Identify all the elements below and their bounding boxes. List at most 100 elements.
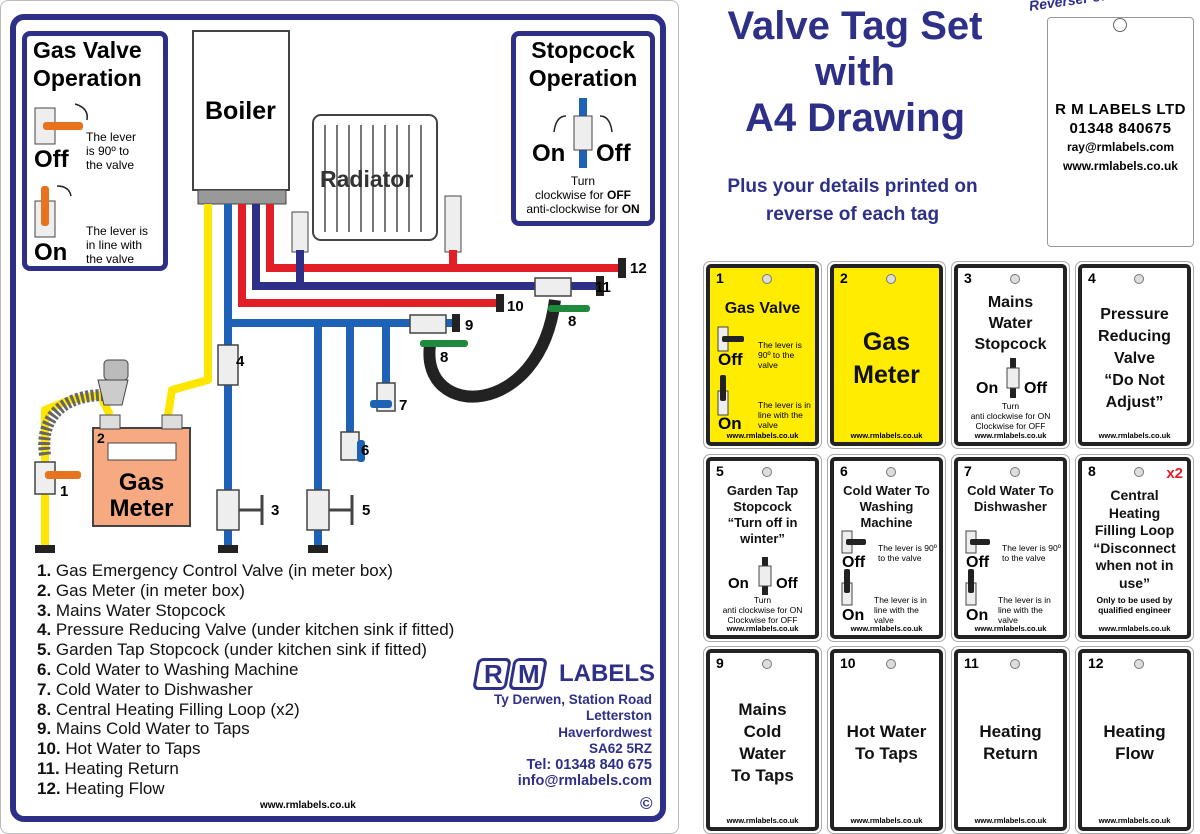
tag-off-label: Off (718, 350, 743, 369)
tag-title: Garden Tap Stopcock “Turn off in winter” (726, 483, 799, 546)
boiler-label: Boiler (205, 97, 276, 125)
gas-off-note-2: is 90º to (86, 144, 130, 158)
legend-item: 3. Mains Water Stopcock (37, 600, 226, 620)
legend-item: 7. Cold Water to Dishwasher (37, 679, 253, 699)
gas-off-note-3: the valve (86, 158, 135, 172)
tag-number: 6 (840, 463, 848, 479)
gas-off-note-1: The lever (86, 130, 137, 144)
tag-url: www.rmlabels.co.uk (974, 431, 1047, 440)
gas-flexi-hose (38, 389, 106, 456)
valve-8a-lever (420, 340, 468, 347)
boiler-body (192, 30, 290, 191)
gas-valve-icons (34, 103, 88, 238)
tag-hole (886, 659, 896, 669)
tag-note-on: The lever is in line with the valve (874, 595, 927, 625)
tag-5-garden-tap-stopcock: 5 Garden Tap Stopcock “Turn off in winte… (706, 457, 819, 639)
radiator-body (312, 114, 438, 241)
valve-8b-lever (548, 305, 590, 312)
headline-subtitle: Plus your details printed on reverse of … (690, 173, 1015, 229)
tag-on-label: On (718, 414, 742, 433)
gas-box-title-line1: Gas Valve (33, 37, 142, 63)
tag-hole (762, 467, 772, 477)
reverse-tag-details: R M LABELS LTD 01348 840675 ray@rmlabels… (1048, 100, 1193, 176)
filling-loop-hose (423, 299, 561, 403)
legend-item: 1. Gas Emergency Control Valve (in meter… (37, 561, 393, 580)
pipe-number-1: 1 (60, 483, 69, 500)
tag-on-label: On (842, 607, 865, 624)
tag-url: www.rmlabels.co.uk (726, 816, 799, 825)
tag-hole (762, 659, 772, 669)
stopcock-on-label: On (532, 140, 566, 167)
address-line: Ty Derwen, Station Road (493, 692, 652, 707)
logo-letter-m: M (518, 659, 540, 689)
tag-number: 12 (1088, 655, 1104, 671)
legend-item: 9. Mains Cold Water to Taps (37, 719, 250, 739)
tag-4-pressure-reducing-valve: 4 Pressure Reducing Valve “Do Not Adjust… (1078, 264, 1191, 446)
meter-number: 2 (97, 430, 105, 446)
tag-7-dishwasher: 7 Cold Water To Dishwasher Off On The le… (954, 457, 1067, 639)
stopcock-note-1: Turn (570, 174, 596, 188)
meter-label-line2: Meter (109, 495, 174, 522)
tag-title: Cold Water To Dishwasher (967, 483, 1054, 514)
radiator-valve-left (291, 211, 309, 253)
tag-3-mains-stopcock: 3 Mains Water Stopcock On Off Turn anti … (954, 264, 1067, 446)
gas-box-title-line2: Operation (33, 65, 142, 91)
meter-label: Gas Meter (93, 470, 190, 522)
pipe-number-4: 4 (236, 353, 245, 370)
heating-flow-pipe (266, 204, 622, 272)
stopcock-box-title: Stopcock Operation (516, 36, 650, 92)
tag-hole (886, 467, 896, 477)
valve-6-lever (357, 440, 365, 462)
stopcock-note: Turn clockwise for OFF anti-clockwise fo… (516, 174, 650, 216)
gas-off-label: Off (34, 146, 69, 173)
tag-off-label: Off (1024, 380, 1048, 397)
tag-title: Cold Water To Washing Machine (843, 483, 930, 530)
tag-url: www.rmlabels.co.uk (850, 624, 923, 633)
tag-number: 9 (716, 655, 724, 671)
pipe-number-10: 10 (507, 298, 524, 315)
reverse-tag-hole (1113, 18, 1127, 32)
company-address: Ty Derwen, Station Road Letterston Haver… (455, 692, 652, 790)
tag-title: Mains Cold Water To Taps (731, 700, 794, 785)
tag-2-gas-meter: 2 Gas Meter www.rmlabels.co.uk (830, 264, 943, 446)
tag-note-on: The lever is in line with the valve (998, 595, 1051, 625)
tag-number: 7 (964, 463, 972, 479)
reverse-tag-line3: ray@rmlabels.com (1066, 140, 1175, 154)
gas-meter-display (107, 442, 177, 461)
tag-1-gas-valve: 1 Gas Valve Off On The lever is 90º to t… (706, 264, 819, 446)
copyright-mark: © (640, 794, 653, 813)
gas-pipe-boiler (164, 204, 212, 416)
address-line: Haverfordwest (558, 724, 652, 740)
gas-valve-operation-box: Gas Valve Operation Off The lever is 90º… (22, 31, 168, 271)
valve-6 (340, 431, 360, 461)
tag-url: www.rmlabels.co.uk (1098, 624, 1171, 633)
tag-url: www.rmlabels.co.uk (1098, 431, 1171, 440)
tag-lever-icons (965, 530, 990, 606)
tag-hole (762, 274, 772, 284)
tag-on-label: On (728, 575, 749, 592)
radiator-fins (324, 125, 422, 232)
tag-instructions: Turn anti clockwise for ON Clockwise for… (722, 595, 803, 625)
pipe-number-6: 6 (361, 442, 370, 459)
reverse-tag-line4: www.rmlabels.co.uk (1063, 159, 1178, 173)
gas-on-note: The lever is in line with the valve (86, 224, 148, 266)
meter-label-line1: Gas (118, 469, 165, 496)
tag-hole (886, 274, 896, 284)
pipe-number-3: 3 (271, 502, 280, 519)
phone-line: Tel: 01348 840 675 (526, 757, 653, 774)
tag-number: 2 (840, 270, 848, 286)
tag-url: www.rmlabels.co.uk (726, 624, 799, 633)
pipe-number-5: 5 (362, 502, 371, 519)
tag-title: Mains Water Stopcock (974, 294, 1047, 353)
valve-3 (216, 489, 240, 531)
cap-1 (35, 545, 55, 553)
tag-number: 5 (716, 463, 724, 479)
headline-line2: with (815, 50, 895, 94)
tag-number: 11 (964, 655, 979, 671)
tag-url: www.rmlabels.co.uk (726, 431, 799, 440)
tag-off-label: Off (966, 554, 990, 571)
gas-on-note-2: in line with (86, 238, 143, 252)
tag-title: Hot Water To Taps (846, 722, 927, 763)
pipe-number-8a: 8 (440, 349, 449, 366)
valve-4 (217, 344, 239, 386)
